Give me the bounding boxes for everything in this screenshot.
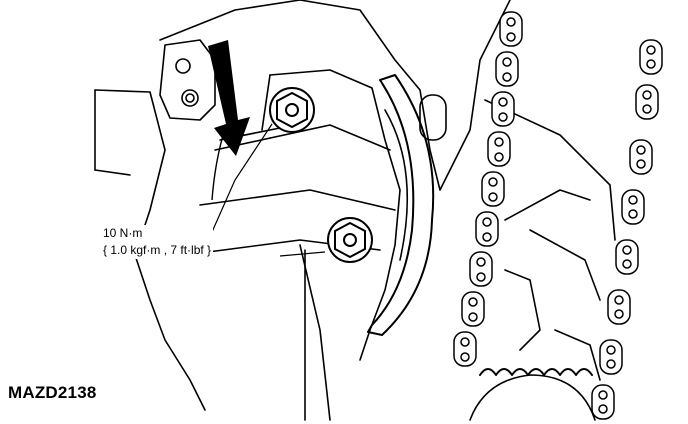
mount-hole <box>175 58 191 74</box>
leader-line-lower-bolt <box>279 251 326 257</box>
direction-arrow-icon <box>208 40 250 201</box>
bracket-plate <box>269 69 401 361</box>
bolt-icon <box>327 217 373 263</box>
mount-boss <box>159 39 216 121</box>
timing-chain-right-strand <box>591 39 663 420</box>
crank-sprocket <box>479 368 593 376</box>
engine-cover-outline <box>159 0 511 191</box>
leader-line-upper-bolt <box>211 123 273 233</box>
bolt-icon <box>269 87 315 133</box>
cover-slot <box>419 94 447 141</box>
chain-guide <box>367 74 435 336</box>
torque-specification: 10 N·m { 1.0 kgf·m , 7 ft·lbf } <box>101 225 214 259</box>
torque-primary: 10 N·m <box>103 226 143 240</box>
figure-id: MAZD2138 <box>8 383 97 402</box>
torque-secondary: { 1.0 kgf·m , 7 ft·lbf } <box>103 243 212 257</box>
timing-chain-left-strand <box>453 11 523 367</box>
